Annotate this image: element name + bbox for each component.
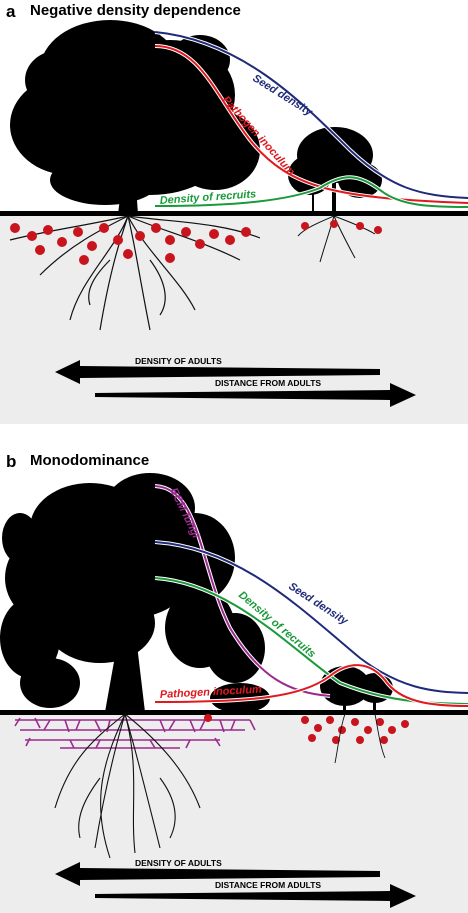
seed-density-label: Seed density [250,72,315,119]
ecm-fungi-curve [154,485,331,697]
density-of-recruits-curve [154,176,468,208]
density-of-adults-arrow: DENSITY OF ADULTS [55,356,380,384]
ground-line [0,211,468,216]
panel-b-title: Monodominance [30,452,150,469]
distance-from-adults-label: DISTANCE FROM ADULTS [215,880,321,890]
pathogen-dots-recruit [204,714,409,744]
small-tree [288,127,382,213]
pathogen-dots-adult [10,223,251,265]
panel-b-curves [154,484,468,708]
pathogen-inoculum-label: Pathogen inoculum [160,684,263,701]
seed-density-curve [154,31,468,199]
pathogen-dots-recruit [301,220,382,234]
panel-a-letter: a [6,2,16,21]
panel-a-curves [154,30,468,209]
panel-a-title: Negative density dependence [30,2,241,19]
panel-a-negative-density-dependence: a Negative density dependence [0,0,468,430]
panel-b-letter: b [6,452,17,471]
adult-roots [54,713,201,859]
seed-density-curve [154,541,468,694]
pathogen-inoculum-curve [154,664,468,707]
adult-roots [9,215,261,331]
panel-b-monodominance: b Monodominance [0,448,468,913]
distance-from-adults-arrow: DISTANCE FROM ADULTS [95,378,416,407]
recruit-roots [334,713,386,764]
distance-from-adults-arrow: DISTANCE FROM ADULTS [95,880,416,908]
panel-a-illustration: Seed density Pathogen inoculum Density o… [0,20,468,424]
panel-b-illustration: ECM fungi Seed density Density of recrui… [0,473,468,913]
adult-tree [0,473,270,713]
density-of-adults-label: DENSITY OF ADULTS [135,356,222,366]
density-of-adults-arrow: DENSITY OF ADULTS [55,858,380,886]
distance-from-adults-label: DISTANCE FROM ADULTS [215,378,321,388]
density-of-adults-label: DENSITY OF ADULTS [135,858,222,868]
pathogen-inoculum-curve [154,45,468,204]
